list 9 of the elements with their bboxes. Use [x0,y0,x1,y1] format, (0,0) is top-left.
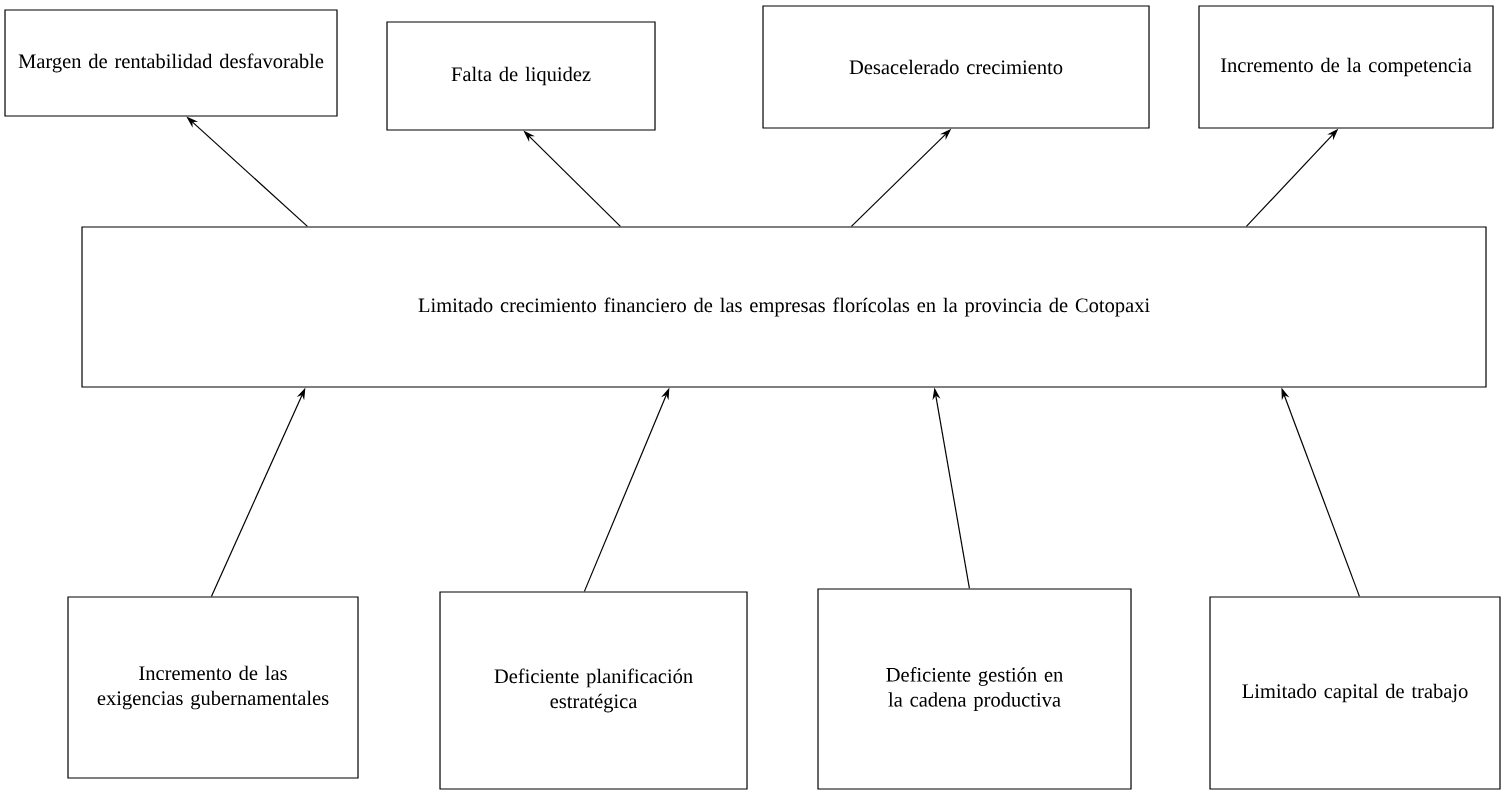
problem-box: Limitado crecimiento financiero de las empresas florícolas en la provincia de Cotopaxi [81,226,1487,388]
cause-box: Limitado capital de trabajo [1209,596,1501,790]
cause-box: Deficiente planificación estratégica [439,591,748,790]
effect-box: Desacelerado crecimiento [762,5,1150,129]
cause-box: Deficiente gestión en la cadena productiva [817,588,1132,790]
cause-box: Incremento de las exigencias gubernamentales [67,596,359,779]
effect-box: Margen de rentabilidad desfavorable [4,9,338,117]
effect-box: Incremento de la competencia [1198,5,1494,129]
effect-box: Falta de liquidez [386,21,656,131]
